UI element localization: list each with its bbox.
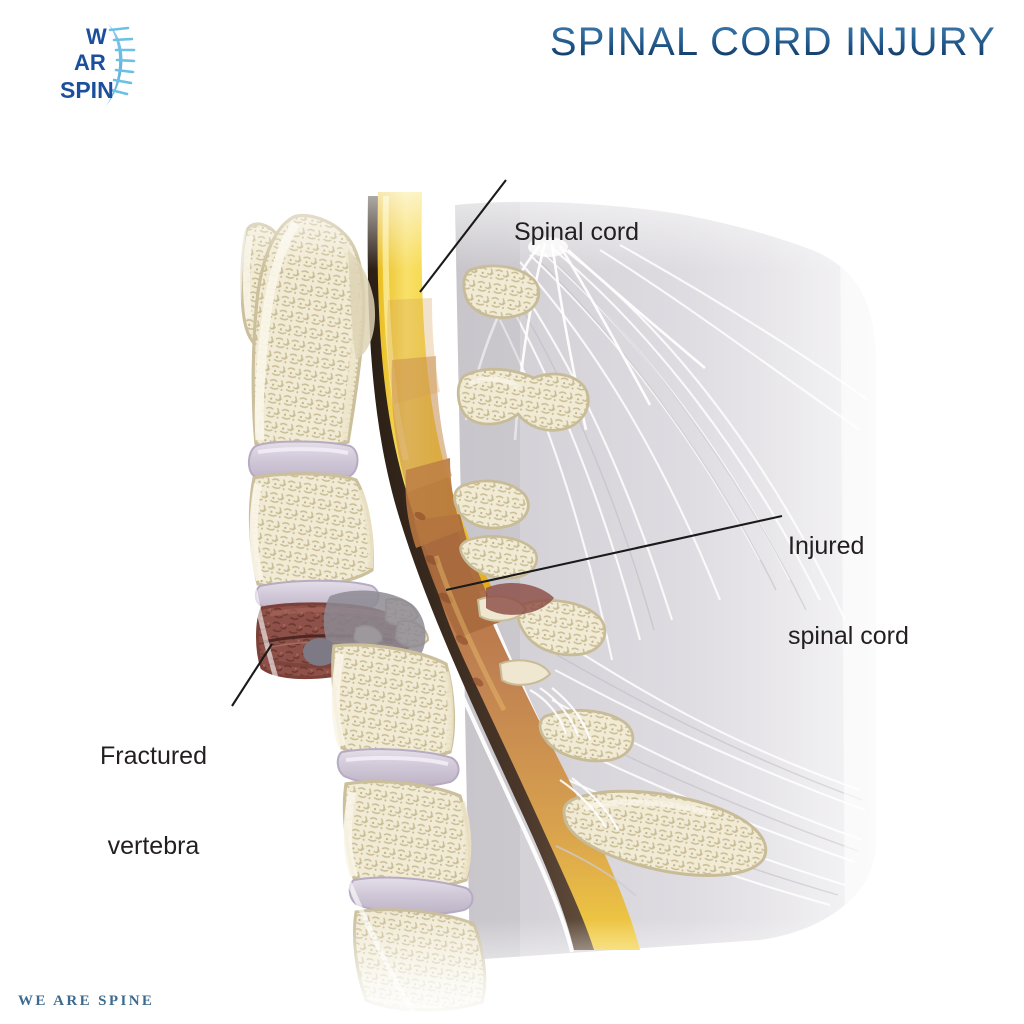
label-injured-line-2: spinal cord — [788, 622, 909, 650]
label-injured-spinal-cord: Injured spinal cord — [788, 471, 909, 711]
label-fractured-vertebra: Fractured vertebra — [100, 681, 207, 921]
right-fade — [760, 150, 1024, 1024]
logo-graphic: W AR SPIN — [60, 24, 136, 106]
label-injured-line-1: Injured — [788, 532, 865, 560]
label-fractured-line-1: Fractured — [100, 742, 207, 770]
page-title: SPINAL CORD INJURY — [549, 20, 996, 64]
logo-line-2: AR — [74, 50, 106, 75]
label-spinal-cord: Spinal cord — [514, 157, 639, 307]
footer-brand: WE ARE SPINE — [18, 993, 155, 1009]
logo-spine-icon — [106, 24, 136, 106]
logo-line-3: SPIN — [60, 77, 114, 103]
leader-spinal-cord — [419, 179, 507, 293]
logo-line-1: W — [86, 24, 107, 49]
label-fractured-line-2: vertebra — [107, 832, 200, 860]
we-are-spine-logo[interactable]: W AR SPIN — [48, 18, 178, 110]
label-spinal-cord-text: Spinal cord — [514, 218, 640, 246]
leader-injured-spinal-cord — [445, 514, 783, 592]
leader-fractured-vertebra — [231, 643, 273, 707]
leader-lines — [231, 179, 783, 707]
